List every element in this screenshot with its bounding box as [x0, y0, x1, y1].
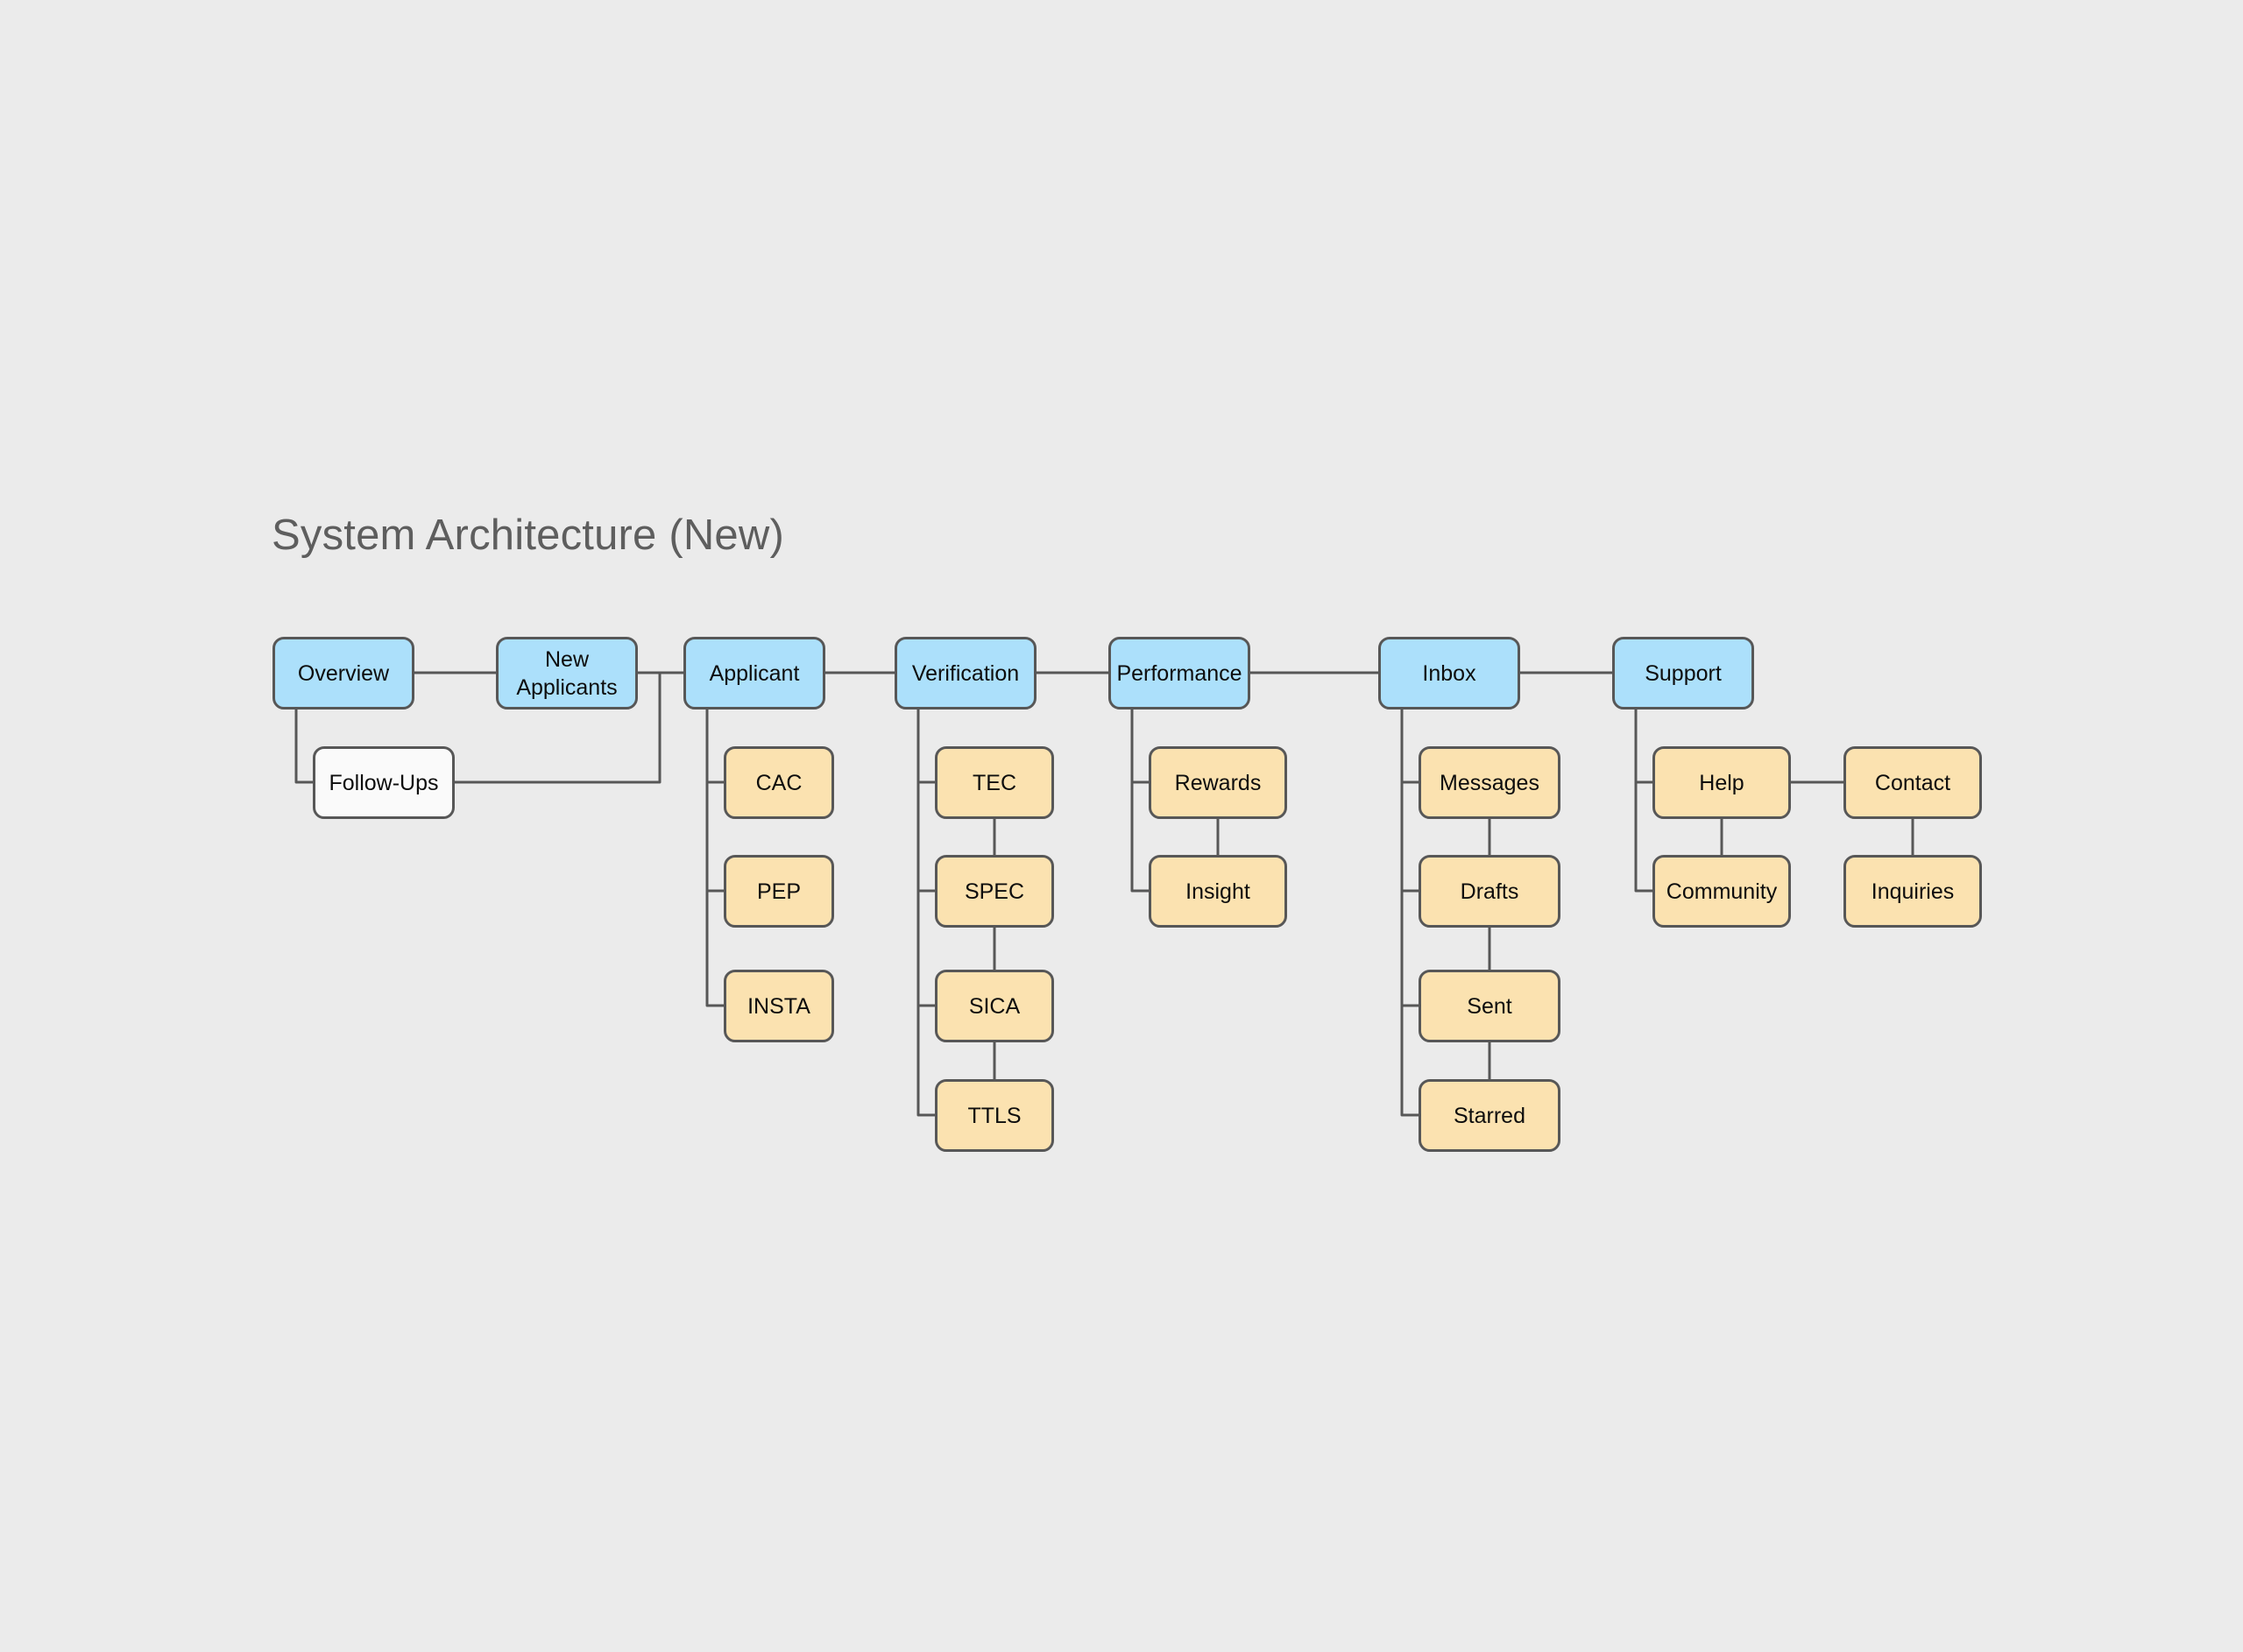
node-performance[interactable]: Performance [1108, 637, 1250, 710]
node-overview[interactable]: Overview [272, 637, 414, 710]
node-contact[interactable]: Contact [1843, 746, 1982, 819]
node-label: PEP [756, 879, 802, 904]
edge-support-to-community [1634, 708, 1654, 893]
edge-verification-to-ttls [916, 708, 937, 1117]
node-label: Messages [1440, 770, 1539, 795]
node-label: Inbox [1422, 660, 1476, 686]
node-support[interactable]: Support [1612, 637, 1754, 710]
edge-performance-to-rewards [1130, 708, 1150, 784]
node-inbox[interactable]: Inbox [1378, 637, 1520, 710]
node-sent[interactable]: Sent [1419, 970, 1560, 1042]
edge-overview-to-follow_ups [294, 708, 315, 784]
node-label: CAC [755, 770, 803, 795]
node-label: SICA [968, 993, 1021, 1019]
node-label: Contact [1874, 770, 1951, 795]
node-rewards[interactable]: Rewards [1149, 746, 1287, 819]
node-new_applicants[interactable]: New Applicants [496, 637, 638, 710]
edge-verification-to-tec [916, 708, 937, 784]
node-community[interactable]: Community [1652, 855, 1791, 928]
edge-inbox-to-starred [1400, 708, 1420, 1117]
node-label: Inquiries [1871, 879, 1955, 904]
node-starred[interactable]: Starred [1419, 1079, 1560, 1152]
node-pep[interactable]: PEP [724, 855, 834, 928]
node-label: Support [1645, 660, 1722, 686]
edge-inbox-to-messages [1400, 708, 1420, 784]
node-label: Applicant [709, 660, 800, 686]
edge-verification-to-sica [916, 708, 937, 1007]
node-tec[interactable]: TEC [935, 746, 1054, 819]
edge-performance-to-insight [1130, 708, 1150, 893]
edge-inbox-to-drafts [1400, 708, 1420, 893]
edge-applicant-to-pep [705, 708, 725, 893]
diagram-title: System Architecture (New) [272, 512, 784, 559]
edge-applicant-to-cac [705, 708, 725, 784]
node-label: Verification [911, 660, 1020, 686]
node-insta[interactable]: INSTA [724, 970, 834, 1042]
node-label: TTLS [967, 1103, 1022, 1128]
node-applicant[interactable]: Applicant [683, 637, 825, 710]
node-messages[interactable]: Messages [1419, 746, 1560, 819]
edge-inbox-to-sent [1400, 708, 1420, 1007]
node-label: INSTA [747, 993, 810, 1019]
node-label: Overview [297, 660, 390, 686]
node-label: Sent [1467, 993, 1512, 1019]
node-label: Starred [1454, 1103, 1525, 1128]
node-verification[interactable]: Verification [895, 637, 1037, 710]
node-insight[interactable]: Insight [1149, 855, 1287, 928]
node-label: Follow-Ups [329, 770, 439, 795]
node-label: Insight [1185, 879, 1250, 904]
node-cac[interactable]: CAC [724, 746, 834, 819]
node-label: Performance [1116, 660, 1242, 686]
node-label: Help [1699, 770, 1744, 795]
node-ttls[interactable]: TTLS [935, 1079, 1054, 1152]
node-label: New Applicants [516, 646, 618, 700]
node-follow_ups[interactable]: Follow-Ups [313, 746, 455, 819]
node-sica[interactable]: SICA [935, 970, 1054, 1042]
node-spec[interactable]: SPEC [935, 855, 1054, 928]
node-inquiries[interactable]: Inquiries [1843, 855, 1982, 928]
node-label: SPEC [964, 879, 1025, 904]
node-label: Rewards [1174, 770, 1262, 795]
edge-verification-to-spec [916, 708, 937, 893]
node-drafts[interactable]: Drafts [1419, 855, 1560, 928]
node-label: TEC [973, 770, 1016, 795]
edge-support-to-help [1634, 708, 1654, 784]
node-label: Community [1666, 879, 1778, 904]
node-help[interactable]: Help [1652, 746, 1791, 819]
edge-applicant-to-insta [705, 708, 725, 1007]
node-label: Drafts [1460, 879, 1519, 904]
